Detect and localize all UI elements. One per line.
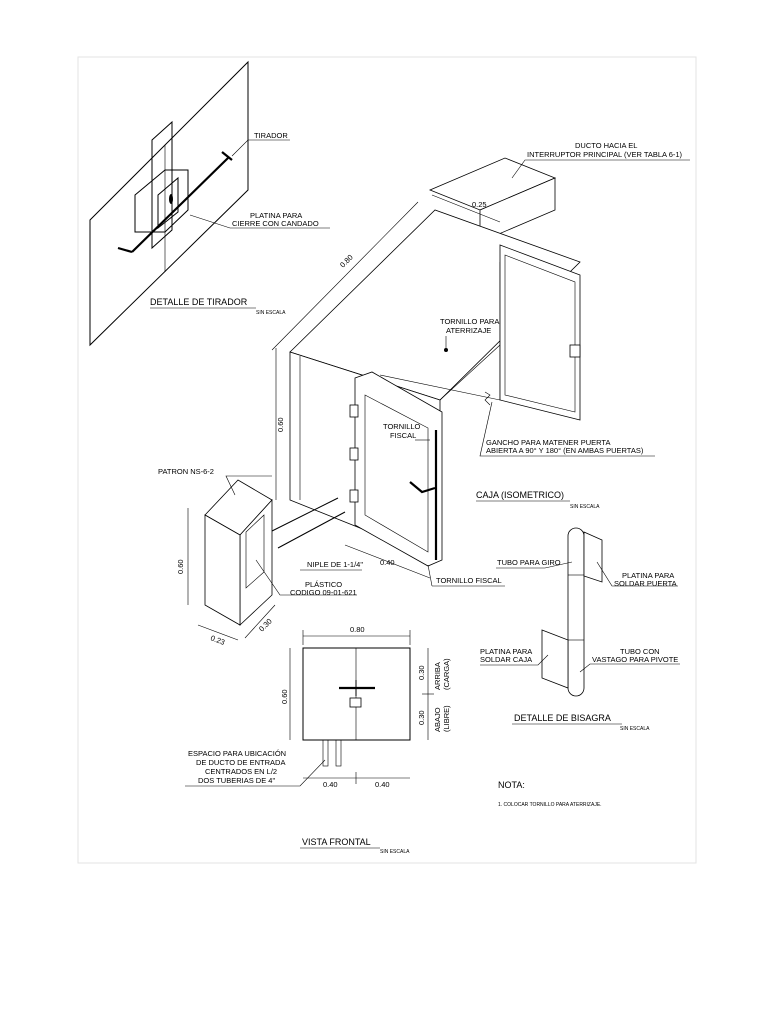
espacio-label-1: ESPACIO PARA UBICACIÓN	[188, 749, 286, 758]
platina-puerta-label-2: SOLDAR PUERTA	[614, 579, 677, 588]
tirador-label: TIRADOR	[254, 131, 288, 140]
arriba-label-1: ARRIBA	[433, 662, 442, 690]
caja-title: CAJA (ISOMETRICO)	[476, 490, 564, 500]
tubo-vastago-label-2: VASTAGO PARA PIVOTE	[592, 655, 678, 664]
espacio-label-3: CENTRADOS EN L/2	[205, 767, 277, 776]
patron-depth-dim: 0.30	[257, 617, 274, 634]
espacio-label-2: DE DUCTO DE ENTRADA	[196, 758, 285, 767]
detalle-bisagra: TUBO PARA GIRO PLATINA PARA SOLDAR PUERT…	[480, 527, 680, 732]
vista-top-half-dim: 0.30	[417, 665, 426, 680]
caja-depth-dim: 0.40	[380, 558, 395, 567]
caja-height-dim: 0.60	[276, 417, 285, 432]
caja-scale: SIN ESCALA	[570, 504, 600, 510]
vista-right-half-dim: 0.40	[375, 780, 390, 789]
tubo-giro-label: TUBO PARA GIRO	[497, 558, 561, 567]
tubo-vastago-label-1: TUBO CON	[620, 647, 660, 656]
patron-height-dim: 0.60	[176, 559, 185, 574]
platina-puerta-label-1: PLATINA PARA	[622, 571, 674, 580]
tornillo-fiscal-label-2: FISCAL	[390, 431, 416, 440]
detalle-bisagra-scale: SIN ESCALA	[620, 726, 650, 732]
patron-width-dim: 0.23	[209, 633, 226, 646]
tornillo-fiscal-bottom-label: TORNILLO FISCAL	[436, 576, 502, 585]
tornillo-aterrizaje-label-2: ATERRIZAJE	[446, 326, 491, 335]
vista-height-dim: 0.60	[280, 689, 289, 704]
vista-frontal-title: VISTA FRONTAL	[302, 837, 371, 847]
abajo-label-2: (LIBRE)	[442, 705, 451, 732]
plastico-label-1: PLÁSTICO	[305, 580, 342, 589]
vista-left-half-dim: 0.40	[323, 780, 338, 789]
plastico-label-2: CODIGO 09-01-621	[290, 588, 357, 597]
abajo-label-1: ABAJO	[433, 707, 442, 732]
detalle-bisagra-title: DETALLE DE BISAGRA	[514, 713, 611, 723]
sheet-border	[77, 56, 697, 864]
vista-frontal: 0.80 0.60 0.30 0.30 ARRIBA (CARGA) ABAJO…	[185, 625, 451, 855]
vista-width-dim: 0.80	[350, 625, 365, 634]
espacio-label-4: DOS TUBERIAS DE 4"	[198, 776, 275, 785]
nota: NOTA: 1. COLOCAR TORNILLO PARA ATERRIZAJ…	[498, 780, 602, 808]
detalle-tirador-scale: SIN ESCALA	[256, 310, 286, 316]
tornillo-fiscal-label-1: TORNILLO	[383, 422, 421, 431]
vista-bottom-half-dim: 0.30	[417, 710, 426, 725]
ducto-width-dim: 0.25	[472, 200, 487, 209]
ducto-label-1: DUCTO HACIA EL	[575, 141, 637, 150]
platina-caja-label-2: SOLDAR CAJA	[480, 655, 532, 664]
caja-isometrico: 0.80 0.60 0.25 0.40 DUCTO HACIA EL INTER…	[269, 141, 690, 587]
detalle-tirador-title: DETALLE DE TIRADOR	[150, 297, 248, 307]
arriba-label-2: (CARGA)	[442, 658, 451, 690]
platina-candado-label: PLATINA PARA	[250, 211, 302, 220]
detalle-tirador: TIRADOR PLATINA PARA CIERRE CON CANDADO …	[89, 60, 330, 347]
platina-caja-label-1: PLATINA PARA	[480, 647, 532, 656]
ducto-label-2: INTERRUPTOR PRINCIPAL (VER TABLA 6-1)	[527, 150, 683, 159]
platina-candado-label-2: CIERRE CON CANDADO	[232, 219, 319, 228]
gancho-label-2: ABIERTA A 90° Y 180° (EN AMBAS PUERTAS)	[486, 446, 644, 455]
niple-label: NIPLE DE 1-1/4"	[307, 560, 363, 569]
caja-length-dim: 0.80	[338, 253, 355, 270]
nota-item-1: 1. COLOCAR TORNILLO PARA ATERRIZAJE.	[498, 802, 602, 808]
tornillo-aterrizaje-label-1: TORNILLO PARA	[440, 317, 499, 326]
gancho-label-1: GANCHO PARA MATENER PUERTA	[486, 438, 610, 447]
patron-label: PATRON NS-6-2	[158, 467, 214, 476]
nota-title: NOTA:	[498, 780, 525, 790]
vista-frontal-scale: SIN ESCALA	[380, 849, 410, 855]
